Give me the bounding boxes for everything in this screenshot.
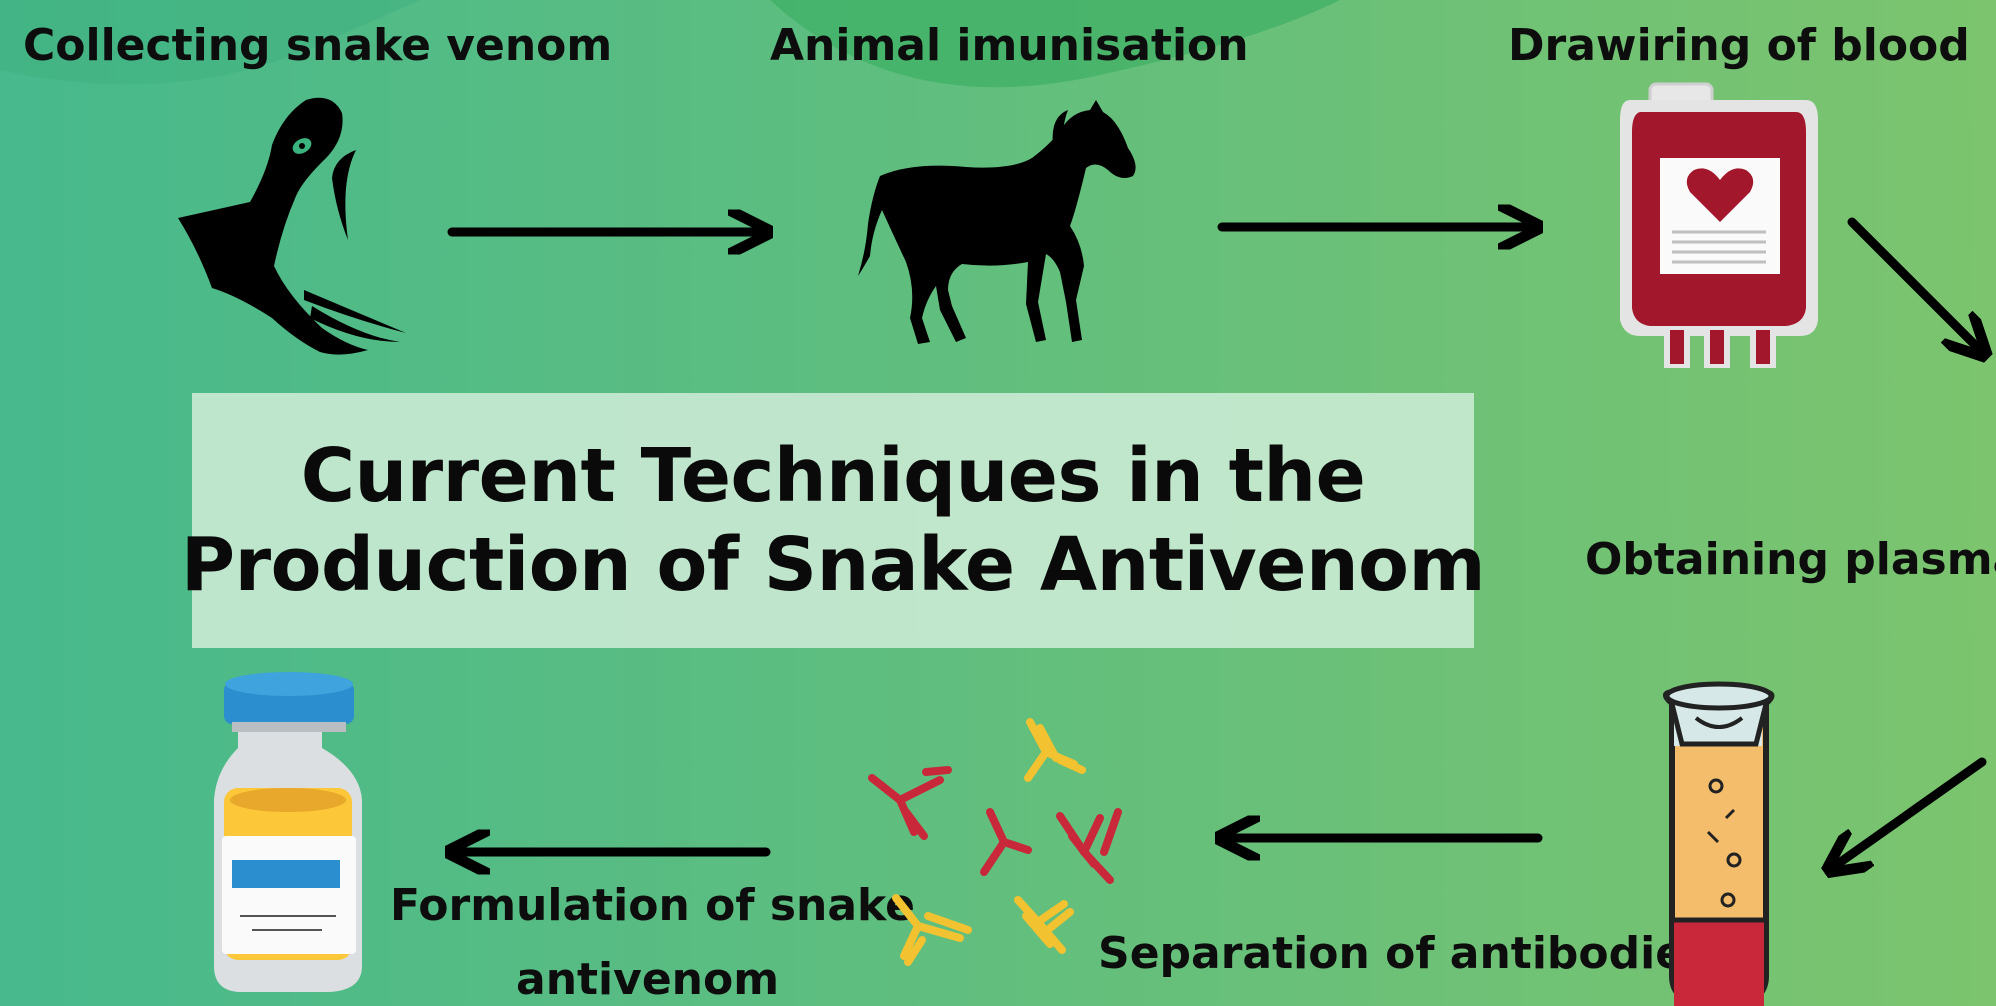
arrow-blood-to-plasma [1852, 222, 1982, 352]
test-tube-icon [1665, 684, 1772, 1006]
antibodies-icon [872, 722, 1118, 962]
snake-icon [178, 98, 406, 355]
horse-icon [858, 100, 1136, 344]
arrow-plasma-to-tube [1832, 762, 1982, 868]
blood-bag-icon [1620, 84, 1818, 368]
vial-icon [214, 672, 362, 992]
